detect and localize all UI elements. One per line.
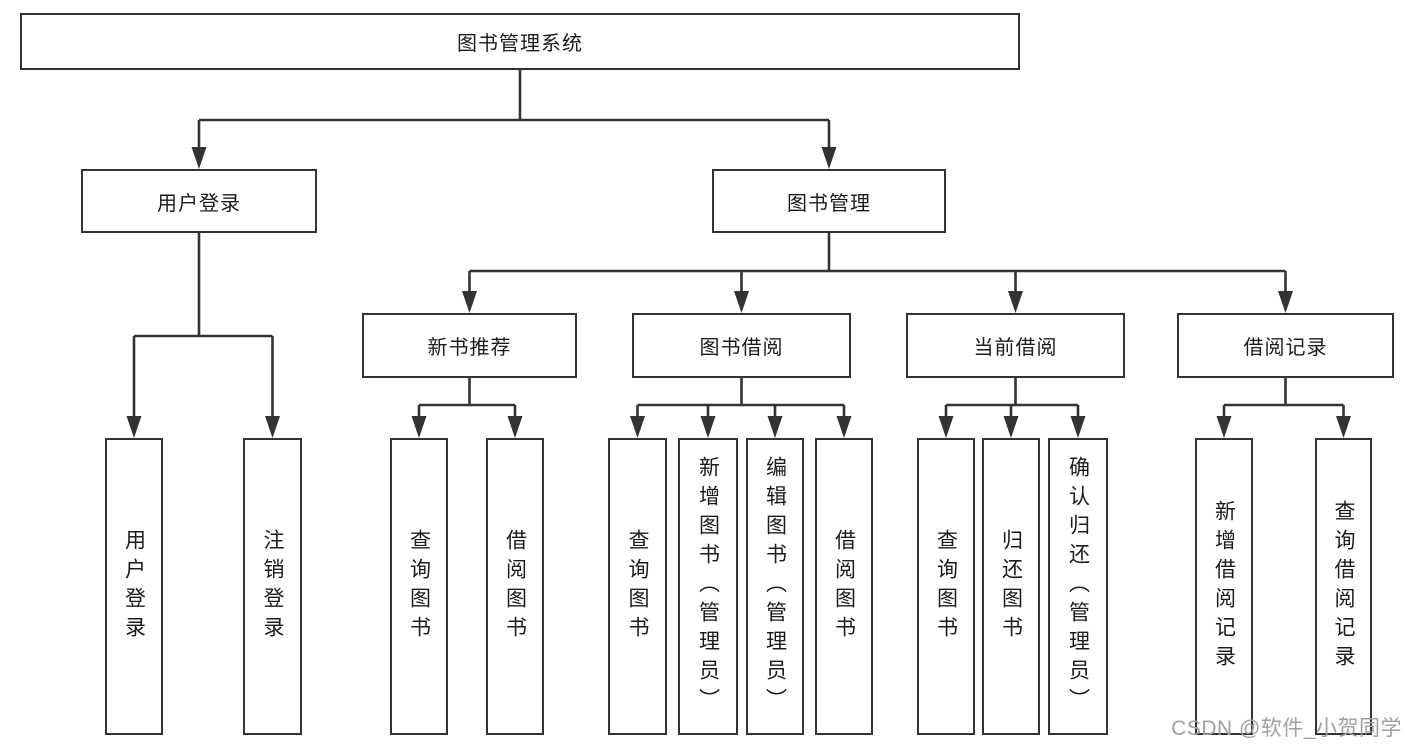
node-new-book-recommend: 新书推荐 [362, 313, 577, 378]
node-user-login: 用户登录 [81, 169, 317, 233]
leaf-user-login: 用户登录 [105, 438, 163, 735]
leaf-add-borrow-record: 新增借阅记录 [1195, 438, 1253, 735]
leaf-label: 归还图书 [999, 528, 1023, 645]
leaf-label: 编辑图书（管理员） [763, 456, 787, 717]
leaf-label: 新增图书（管理员） [696, 456, 720, 717]
leaf-query-borrow-record: 查询借阅记录 [1315, 438, 1372, 735]
node-label: 用户登录 [157, 192, 241, 215]
leaf-edit-book-admin: 编辑图书（管理员） [746, 438, 804, 735]
node-label: 图书管理系统 [457, 33, 583, 55]
leaf-query-book-3: 查询图书 [917, 438, 975, 735]
node-system-root: 图书管理系统 [20, 13, 1020, 70]
leaf-label: 用户登录 [122, 528, 146, 645]
leaf-query-book-1: 查询图书 [390, 438, 448, 735]
leaf-label: 查询图书 [626, 528, 650, 645]
leaf-label: 查询借阅记录 [1332, 499, 1356, 674]
leaf-label: 注销登录 [261, 528, 285, 645]
csdn-watermark: CSDN @软件_小贺同学 [1171, 717, 1402, 740]
leaf-label: 借阅图书 [503, 528, 527, 645]
leaf-return-book: 归还图书 [982, 438, 1040, 735]
arrowheads [126, 147, 1351, 438]
leaf-label: 确认归还（管理员） [1066, 456, 1090, 717]
leaf-label: 新增借阅记录 [1212, 499, 1236, 674]
leaf-label: 查询图书 [407, 528, 431, 645]
leaf-label: 借阅图书 [832, 528, 856, 645]
leaf-borrow-book-2: 借阅图书 [815, 438, 873, 735]
node-book-borrow: 图书借阅 [632, 313, 851, 378]
node-book-management: 图书管理 [712, 169, 946, 233]
leaf-confirm-return-admin: 确认归还（管理员） [1048, 438, 1108, 735]
leaf-borrow-book-1: 借阅图书 [486, 438, 544, 735]
leaf-logout: 注销登录 [243, 438, 302, 735]
node-borrow-record: 借阅记录 [1177, 313, 1394, 378]
node-label: 借阅记录 [1243, 337, 1328, 359]
leaf-add-book-admin: 新增图书（管理员） [678, 438, 738, 735]
node-current-borrow: 当前借阅 [906, 313, 1125, 378]
node-label: 图书借阅 [699, 337, 784, 359]
node-label: 新书推荐 [427, 337, 512, 359]
leaf-query-book-2: 查询图书 [608, 438, 667, 735]
node-label: 当前借阅 [973, 337, 1058, 359]
leaf-label: 查询图书 [934, 528, 958, 645]
connector-path [132, 69, 1345, 423]
node-label: 图书管理 [787, 192, 871, 215]
